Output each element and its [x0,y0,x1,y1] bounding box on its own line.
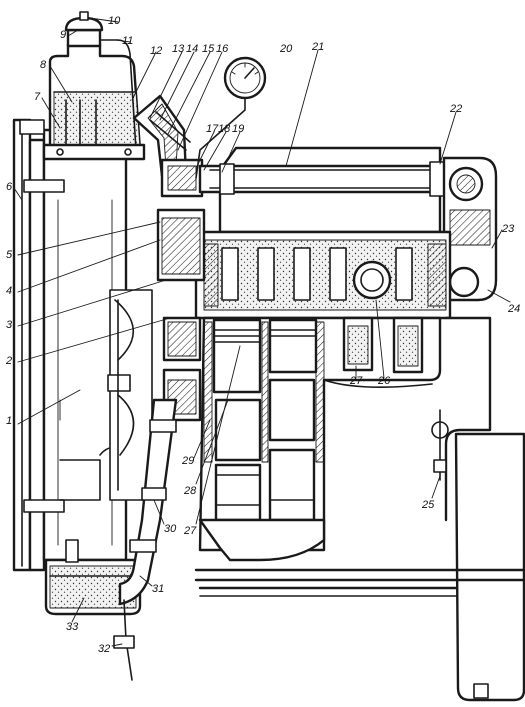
oil-reservoir [431,316,525,702]
callout-16: 16 [216,43,229,55]
callout-15: 15 [202,43,215,55]
callout-14: 14 [186,43,198,55]
callout-30: 30 [164,523,177,535]
callout-21: 21 [311,41,324,53]
callout-27-left: 27 [183,525,197,537]
callout-10: 10 [108,15,121,27]
callout-13: 13 [172,43,185,55]
callout-24: 24 [507,303,520,315]
upper-hose [132,94,204,198]
engine-block [194,146,498,562]
callout-25: 25 [421,499,435,511]
piston-rear [268,318,318,374]
callout-labels: 1 2 3 4 5 6 7 8 9 10 11 12 13 14 15 16 1… [5,15,520,655]
callout-1: 1 [6,415,12,427]
callout-18: 18 [218,123,231,135]
fan-shroud [107,289,153,501]
chassis-frame [194,568,525,597]
callout-2: 2 [5,355,12,367]
callout-31: 31 [152,583,164,595]
callout-27-right: 27 [349,375,363,387]
callout-4: 4 [6,285,12,297]
callout-5: 5 [6,249,13,261]
callout-19: 19 [232,123,244,135]
callout-11: 11 [122,35,133,47]
callout-32: 32 [98,643,110,655]
callout-3: 3 [6,319,13,331]
callout-12: 12 [150,45,162,57]
callout-20: 20 [279,43,293,55]
water-pump [156,208,206,422]
callout-28: 28 [183,485,197,497]
callout-22: 22 [449,103,462,115]
callout-17: 17 [206,123,219,135]
callout-33: 33 [66,621,79,633]
callout-6: 6 [6,181,13,193]
piston-front [212,318,262,394]
callout-7: 7 [34,91,41,103]
temperature-gauge [195,56,267,179]
callout-26: 26 [377,375,391,387]
callout-9: 9 [60,29,66,41]
callout-29: 29 [181,455,194,467]
callout-23: 23 [501,223,515,235]
filler-neck [66,28,102,48]
callout-8: 8 [40,59,47,71]
leader-lines [13,17,511,647]
